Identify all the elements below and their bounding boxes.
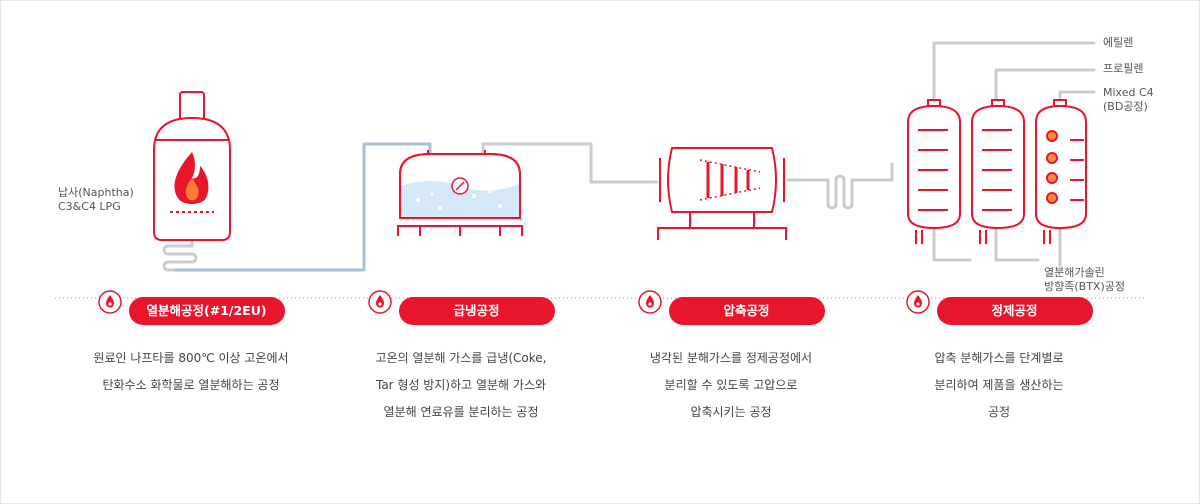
step-title: 압축공정: [668, 297, 825, 325]
drop-icon: [98, 290, 123, 314]
drop-icon: [368, 290, 393, 314]
column-bottom-line: [932, 228, 1062, 268]
step-refining: 정제공정 압축 분해가스를 단계별로 분리하여 제품을 생산하는 공정: [864, 286, 1134, 426]
step-cracking: 열분해공정(#1/2EU) 원료인 나프타를 800℃ 이상 고온에서 탄화수소…: [56, 286, 326, 399]
propylene-line: [994, 68, 1096, 102]
quench-out-pipe: [481, 142, 659, 184]
product-ethylene: 에틸렌: [1103, 36, 1134, 49]
product-pygas-btx: 열분해가솔린 방향족(BTX)공정: [1044, 266, 1125, 293]
furnace-coil-pipe: [162, 238, 198, 272]
drop-icon: [906, 290, 931, 314]
compressor-out-pipe: [786, 162, 894, 210]
pipes: [162, 41, 1096, 272]
step-description: 고온의 열분해 가스를 급냉(Coke, Tar 형성 방지)하고 열분해 가스…: [375, 351, 547, 419]
feed-line-2: C3&C4 LPG: [58, 200, 121, 213]
step-title: 열분해공정(#1/2EU): [128, 297, 285, 325]
feed-line-1: 납사(Naphtha): [58, 186, 134, 199]
step-description: 원료인 나프타를 800℃ 이상 고온에서 탄화수소 화학물로 열분해하는 공정: [93, 351, 289, 392]
step-quench: 급냉공정 고온의 열분해 가스를 급냉(Coke, Tar 형성 방지)하고 열…: [326, 286, 596, 426]
step-compression: 압축공정 냉각된 분해가스를 정제공정에서 분리할 수 있도록 고압으로 압축시…: [596, 286, 866, 426]
product-propylene: 프로필렌: [1103, 62, 1144, 75]
thermometer-icon: [451, 177, 469, 195]
step-title: 정제공정: [936, 297, 1093, 325]
cracked-gas-pipe: [174, 142, 432, 272]
trays: [1046, 130, 1058, 204]
mixed-c4-line: [1058, 90, 1096, 102]
drop-icon: [638, 290, 663, 314]
refining-columns: [907, 99, 1087, 244]
product-mixed-c4: Mixed C4 (BD공정): [1103, 86, 1154, 113]
compressor: [657, 147, 787, 240]
step-description: 압축 분해가스를 단계별로 분리하여 제품을 생산하는 공정: [934, 351, 1064, 419]
step-description: 냉각된 분해가스를 정제공정에서 분리할 수 있도록 고압으로 압축시키는 공정: [649, 351, 813, 419]
step-title: 급냉공정: [398, 297, 555, 325]
flame-icon: [174, 152, 209, 204]
ethylene-line: [932, 41, 1096, 102]
feed-label: 납사(Naphtha)C3&C4 LPG: [58, 186, 134, 214]
